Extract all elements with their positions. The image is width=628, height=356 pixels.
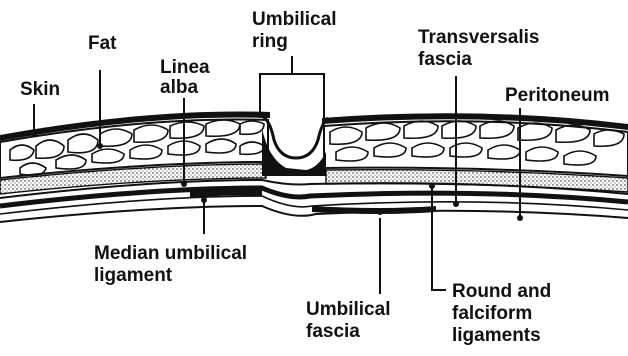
umbilical-ring-notch [262, 116, 328, 158]
round-falciform-label-line1: Round and [452, 282, 551, 302]
skin-label: Skin [20, 80, 60, 100]
umbilical-ring-label-line1: Umbilical [252, 10, 336, 30]
median-umbilical-ligament-label-line1: Median umbilical [94, 244, 247, 264]
linea-alba-label-line1: Linea [160, 58, 210, 78]
transversalis-fascia-label-line2: fascia [418, 50, 472, 70]
umbilical-fascia-label-line1: Umbilical [306, 300, 390, 320]
umbilical-ring-bracket [260, 56, 324, 118]
peritoneum-label: Peritoneum [505, 86, 610, 106]
fat-label: Fat [88, 34, 117, 54]
round-falciform-label-line2: falciform [452, 304, 532, 324]
round-falciform-label-line3: ligaments [452, 326, 541, 346]
umbilical-ring-label-line2: ring [252, 32, 288, 52]
umbilical-fascia-band [312, 206, 436, 214]
linea-alba-label-line2: alba [160, 78, 198, 98]
umbilical-fascia-label-line2: fascia [306, 322, 360, 342]
transversalis-fascia-label-line1: Transversalis [418, 28, 539, 48]
median-umbilical-ligament-label-line2: ligament [94, 266, 172, 286]
deep-layer-lines [0, 180, 628, 222]
